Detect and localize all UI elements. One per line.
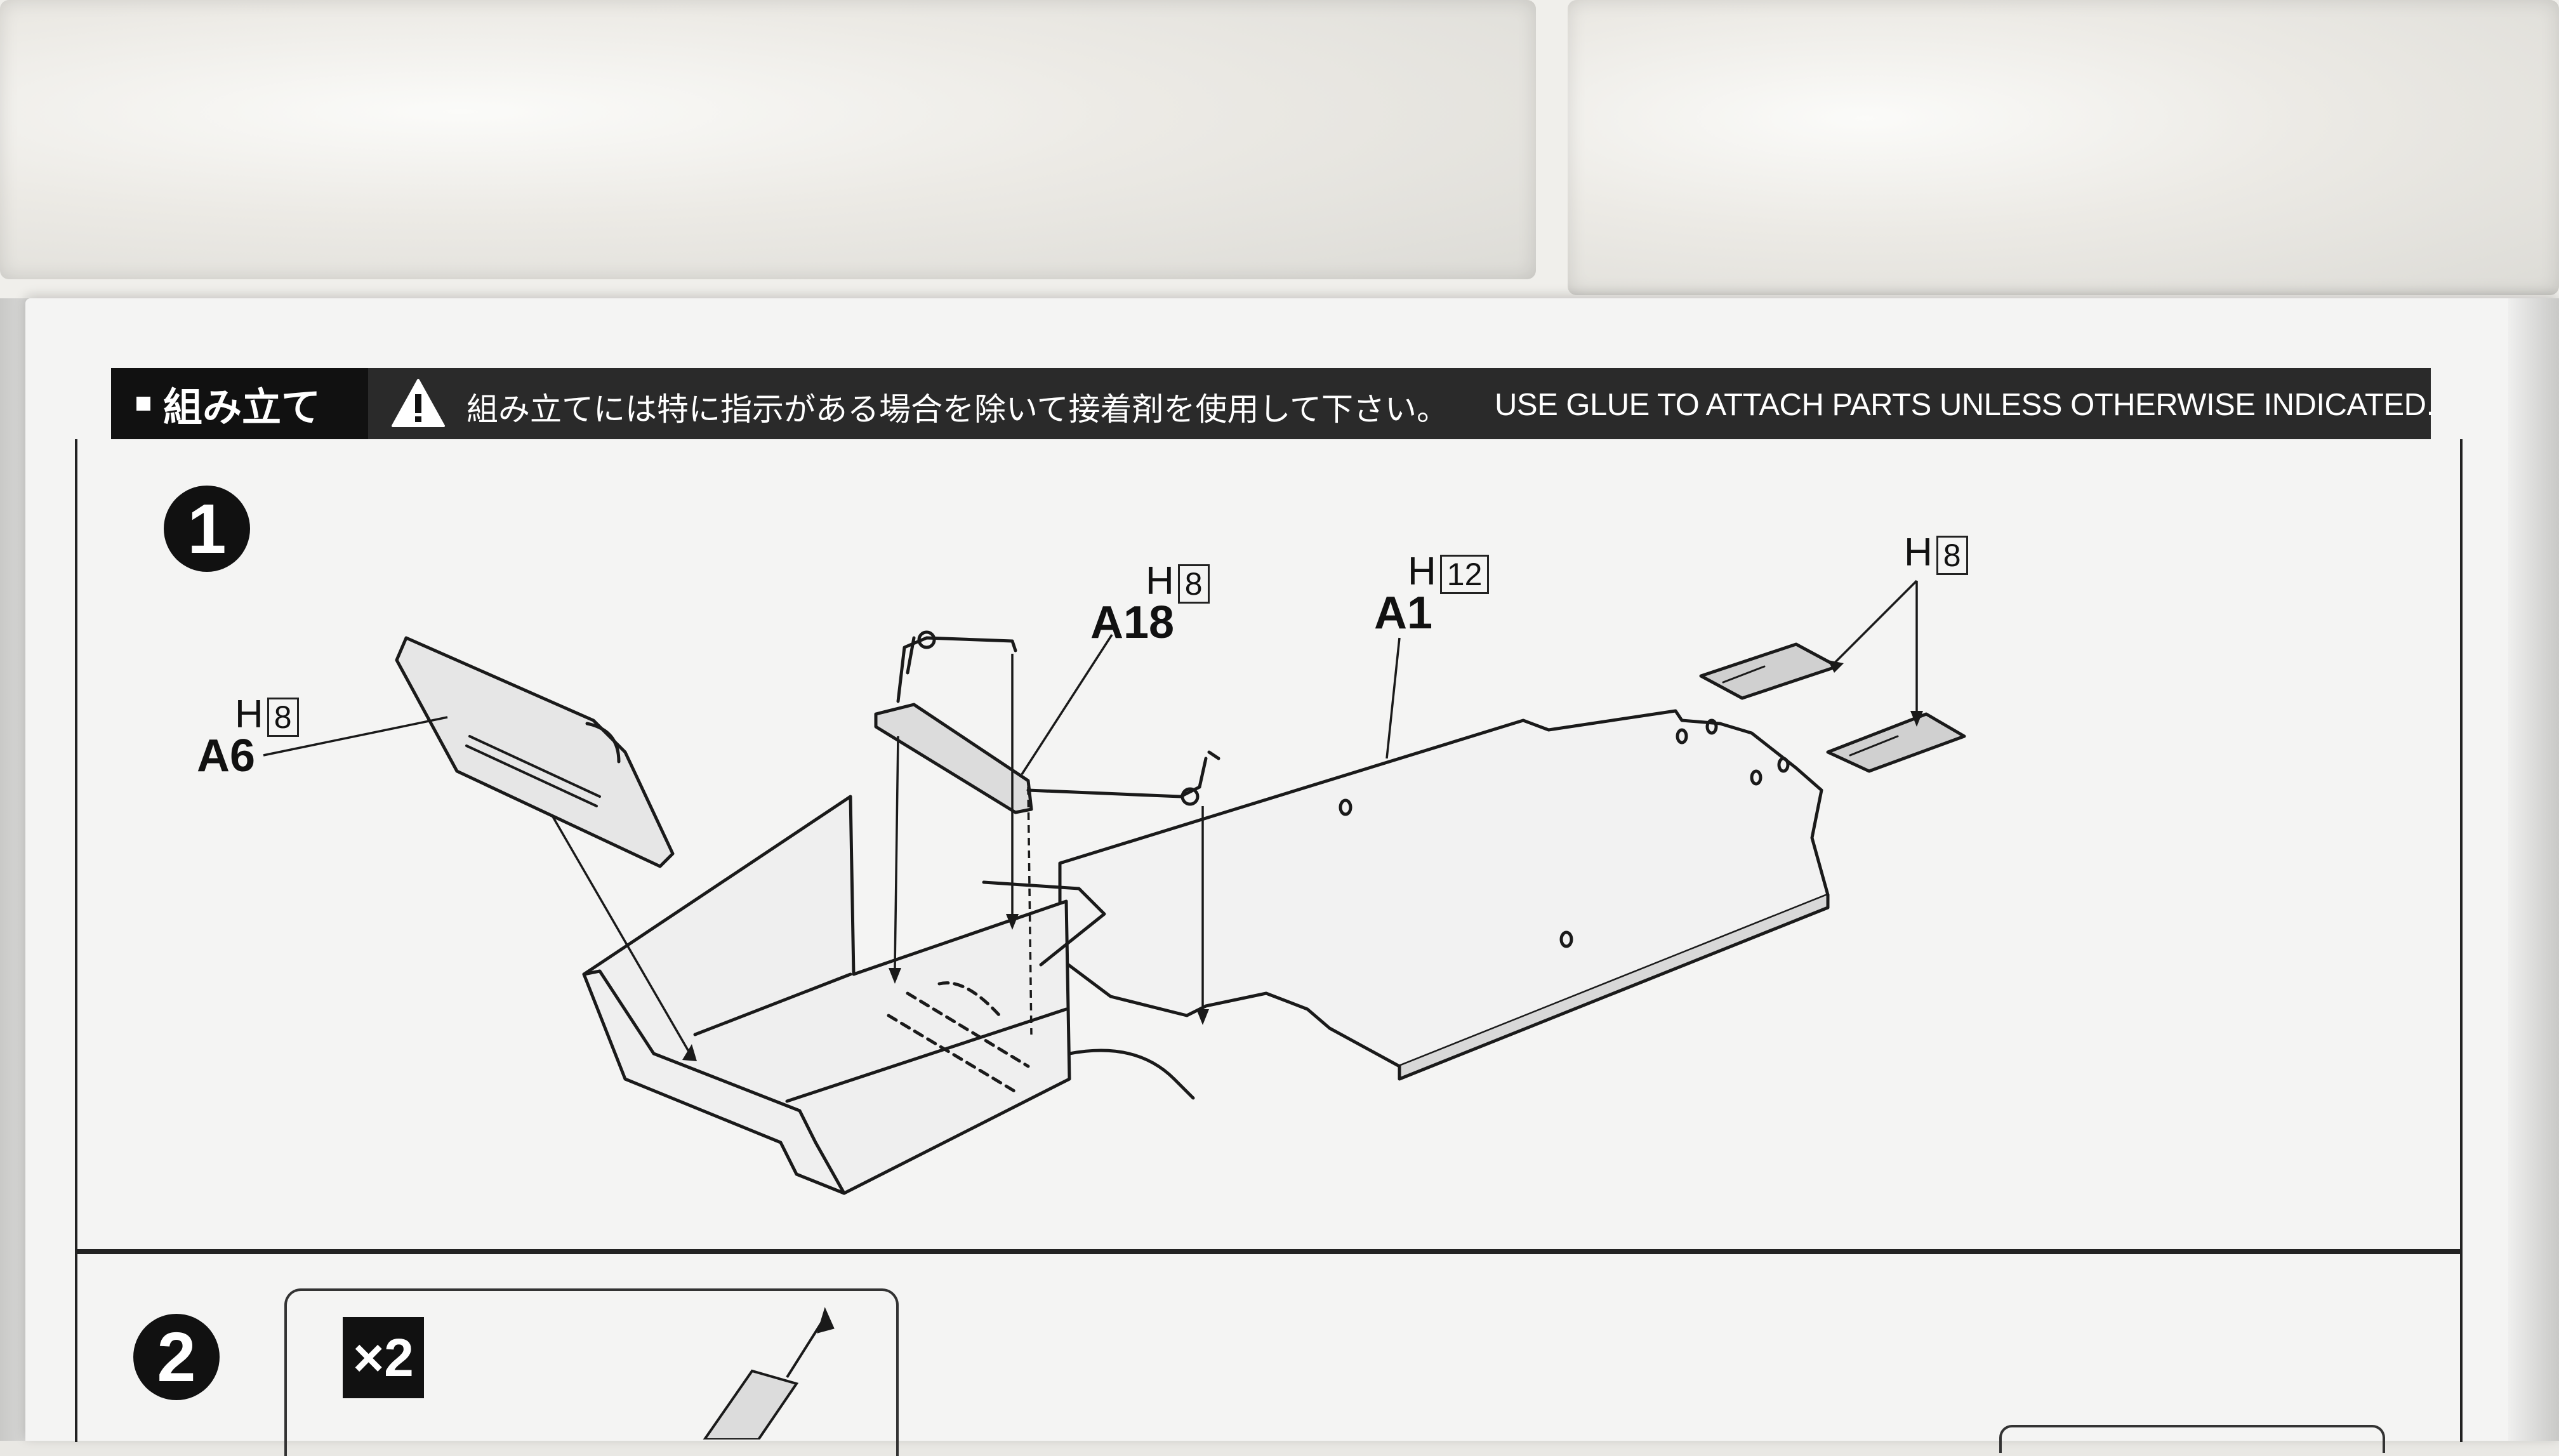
section-title-text: 組み立て [163, 386, 321, 430]
wall-brick [1568, 0, 2559, 295]
part-cockpit-tub [582, 795, 1195, 1195]
leader-line [1833, 579, 1918, 665]
step-number-2: 2 [133, 1314, 220, 1400]
leader-line [263, 716, 448, 757]
arrow-line [551, 815, 693, 1057]
part-rear-pads [1699, 642, 1966, 773]
arrowhead-icon [889, 968, 901, 984]
step-number-1: 1 [164, 486, 250, 572]
part-a18-rollbar [874, 630, 1220, 814]
qty-box: 8 [267, 697, 299, 737]
step1-frame [75, 439, 2463, 1252]
warning-triangle-icon [392, 379, 445, 427]
brick-wall-background [0, 0, 2559, 330]
part-a18-label: A18 [1090, 597, 1175, 648]
part-a1-label: A1 [1374, 588, 1433, 639]
section-title: 組み立て [111, 368, 368, 439]
glue-notice-japanese: 組み立てには特に指示がある場合を除いて接着剤を使用して下さい。 [466, 392, 1448, 427]
glue-notice-english: USE GLUE TO ATTACH PARTS UNLESS OTHERWIS… [1495, 388, 2435, 422]
arrowhead-icon [682, 1044, 697, 1061]
step2-sub-panel [284, 1288, 899, 1456]
quantity-multiplier-badge: ×2 [343, 1317, 424, 1398]
part-a6-label: A6 [197, 731, 256, 781]
qty-box: 8 [1177, 564, 1210, 604]
leader-line [1021, 634, 1113, 775]
sheet-letter: H [1146, 559, 1174, 603]
step2-part-drawing [703, 1369, 799, 1439]
step2-side-panel [1999, 1425, 2385, 1453]
sheet-letter: H [1904, 531, 1933, 574]
sheet-letter: H [1408, 550, 1436, 593]
leader-line [1385, 637, 1401, 759]
arrowhead-icon [1006, 914, 1019, 930]
arrowhead-icon [1828, 660, 1844, 673]
wall-brick [0, 0, 1536, 279]
assembly-header-bar [111, 368, 2431, 439]
part-a6-drawing [395, 636, 675, 868]
bullet-square-icon [136, 397, 150, 411]
qty-box: 12 [1439, 554, 1490, 594]
arrow-line [1027, 786, 1033, 1035]
qty-box: 8 [1936, 535, 1968, 575]
arrow-line [894, 736, 899, 969]
arrow-line [786, 1316, 826, 1379]
step2-frame [75, 1252, 2463, 1442]
arrowhead-icon [817, 1307, 835, 1334]
arrowhead-icon [1910, 711, 1923, 727]
arrowhead-icon [1196, 1009, 1209, 1025]
sheet-letter: H [235, 692, 263, 736]
part-a1-floor-pan [1058, 709, 1830, 1081]
page-edge-right [2508, 298, 2559, 1441]
